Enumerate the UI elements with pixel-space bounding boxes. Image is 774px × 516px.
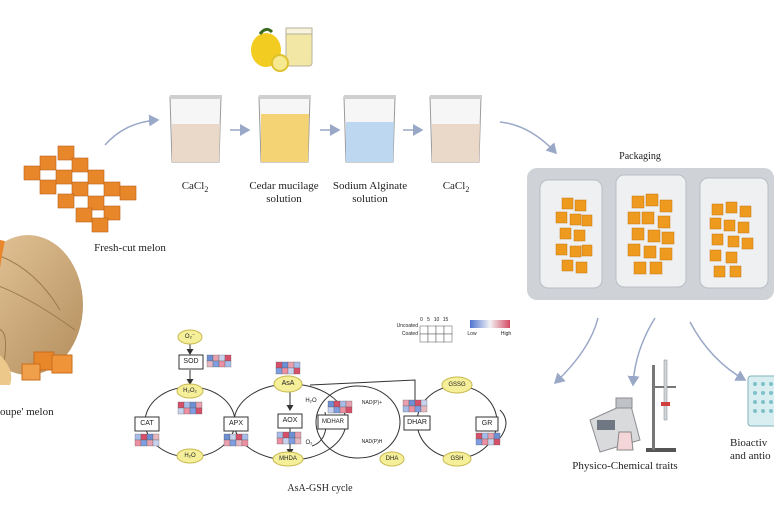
cycle-text-dha: DHA — [385, 456, 399, 462]
heatmap-aox — [276, 431, 302, 445]
cycle-node-mhda — [272, 451, 304, 467]
titration-stand-image — [616, 359, 676, 452]
cycle-node-gsh — [442, 451, 472, 467]
heatmap-dhar — [402, 399, 428, 413]
legend-day-0: 0 — [420, 317, 423, 323]
cycle-box-cat — [134, 416, 160, 432]
legend-day-15: 15 — [442, 317, 449, 323]
cycle-box-mdhar — [317, 414, 349, 430]
legend-grid — [419, 325, 453, 343]
heatmap-sod — [206, 354, 232, 368]
heatmap-asa — [275, 361, 301, 375]
legend-day-5: 5 — [427, 317, 430, 323]
heatmap-gr — [475, 432, 501, 446]
cycle-text-cat: CAT — [140, 420, 154, 427]
cycle-node-asa — [273, 375, 303, 393]
cycle-text-aox: AOX — [282, 417, 298, 424]
cycle-text-h2o-left: H₂O — [184, 453, 196, 459]
cycle-box-dhar — [403, 415, 431, 431]
label-cacl2-first: CaCl2 — [181, 180, 209, 195]
beaker-sodium-alginate — [343, 95, 396, 163]
cycle-text-gsh: GSH — [450, 456, 464, 462]
cantaloupe-melon-image — [0, 235, 83, 385]
legend-coated: Coated — [401, 331, 418, 337]
fresh-cut-melon-cubes — [23, 145, 137, 233]
cycle-text-o2-aox: O₂ — [305, 440, 313, 446]
cycle-text-nadph: NAD(P)H — [361, 439, 383, 445]
label-cantaloupe-melon: oupe' melon — [0, 406, 54, 418]
cycle-text-sod: SOD — [183, 358, 199, 365]
cycle-text-o2: O₂⁻ — [184, 334, 196, 340]
cycle-text-h2o2: H₂O₂ — [183, 388, 197, 394]
cycle-box-sod — [178, 354, 204, 370]
cycle-node-h2o-left — [176, 448, 204, 464]
heatmap-cat — [134, 433, 160, 447]
microplate-image — [747, 375, 774, 427]
legend-uncoated: Uncoated — [396, 323, 418, 329]
cycle-box-aox — [277, 413, 303, 429]
cycle-box-apx — [223, 416, 249, 432]
legend-color-scale — [470, 320, 510, 328]
heatmap-h2o2 — [177, 401, 203, 415]
cycle-text-apx: APX — [228, 420, 243, 427]
beaker-cacl2-1 — [169, 95, 222, 163]
cycle-text-gr: GR — [481, 420, 493, 427]
cycle-node-h2o2 — [176, 383, 204, 399]
label-cacl2-second: CaCl2 — [442, 180, 470, 195]
cycle-box-gr — [475, 416, 499, 432]
cycle-text-gssg: GSSG — [448, 382, 466, 388]
heatmap-apx — [223, 433, 249, 447]
label-physico-chemical: Physico-Chemical traits — [572, 460, 678, 472]
legend-low: Low — [467, 331, 477, 337]
legend-high: High — [500, 331, 512, 337]
cycle-node-dha — [379, 451, 405, 467]
label-packaging: Packaging — [619, 151, 661, 162]
packaged-melon-cubes — [555, 193, 754, 278]
label-cycle-title: AsA-GSH cycle — [287, 483, 353, 494]
cycle-node-o2 — [177, 329, 203, 345]
cycle-node-gssg — [441, 376, 473, 394]
cycle-text-dhar: DHAR — [407, 419, 427, 426]
lemon-and-glass-image — [251, 27, 313, 72]
legend-day-10: 10 — [433, 317, 440, 323]
beaker-cedar-mucilage — [258, 95, 311, 163]
cycle-text-asa: AsA — [281, 380, 295, 387]
beaker-cacl2-2 — [429, 95, 482, 163]
cycle-text-mhda: MHDA — [279, 456, 297, 462]
heatmap-mdhar — [327, 400, 353, 414]
cycle-text-mdhar: MDHAR — [322, 419, 344, 425]
cycle-text-h2o-aox: H₂O — [305, 398, 317, 404]
cycle-text-nadp: NAD(P)+ — [361, 400, 383, 406]
label-fresh-cut-melon: Fresh-cut melon — [94, 242, 166, 254]
